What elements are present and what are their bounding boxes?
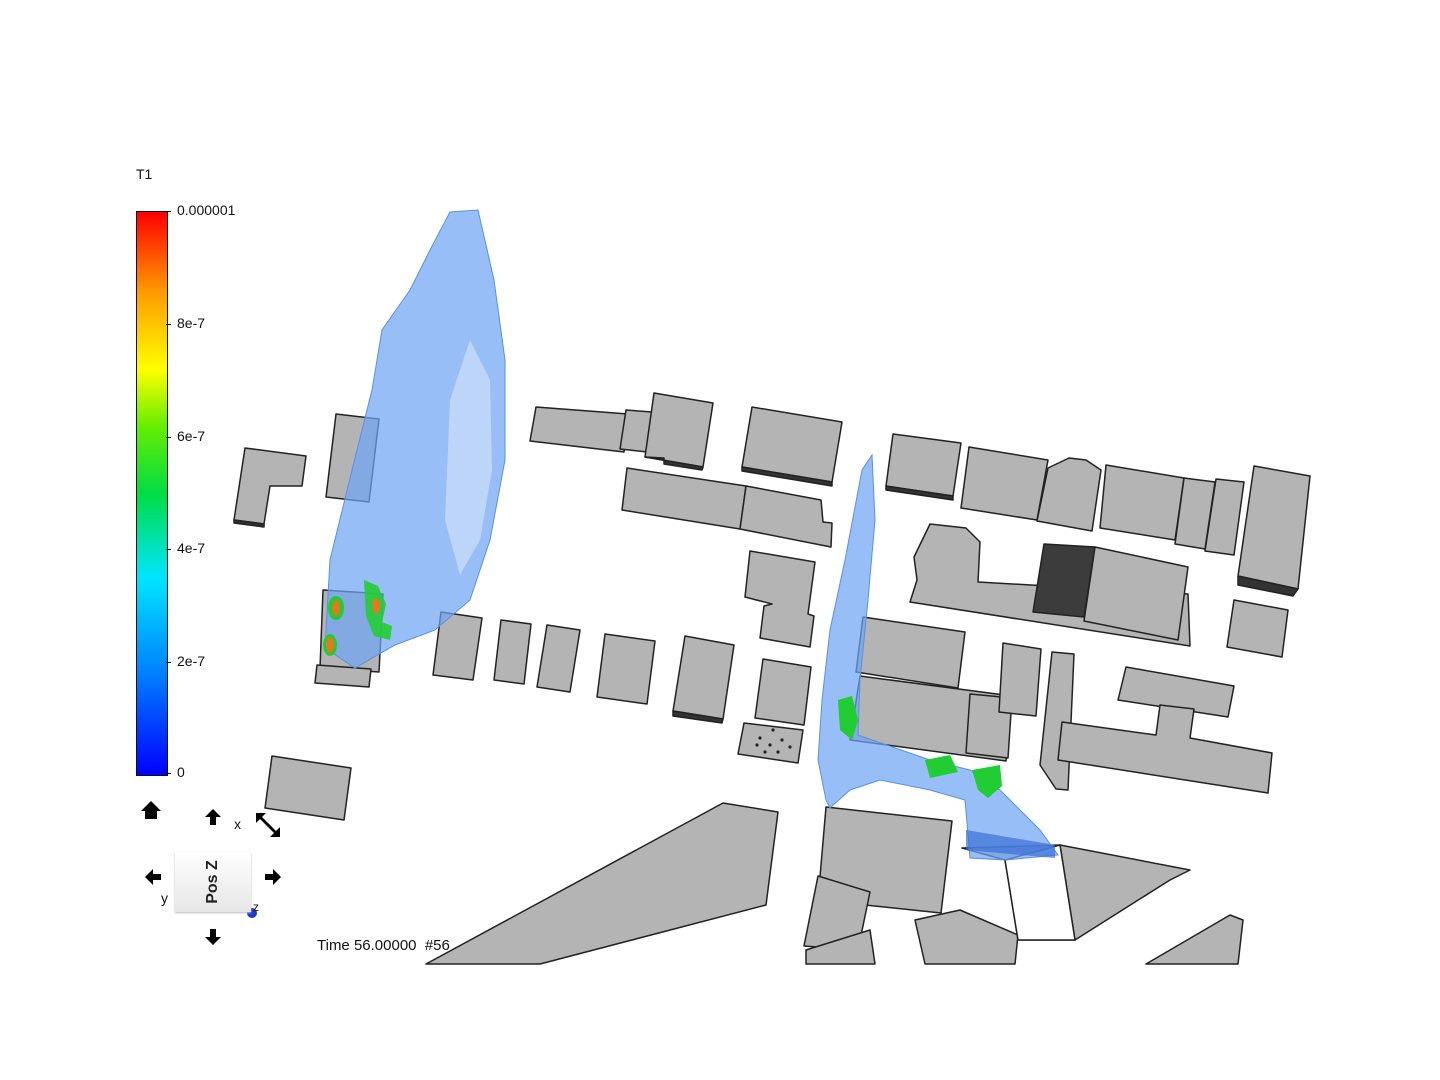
- colorbar-tick-label: 2e-7: [177, 653, 206, 669]
- building-shadow: [672, 710, 724, 724]
- colorbar-title: T1: [136, 166, 153, 182]
- building: [1059, 844, 1191, 941]
- building: [739, 485, 833, 548]
- plume-left: [323, 209, 506, 669]
- building-shadow: [741, 466, 833, 487]
- plaza-markers: [755, 728, 792, 754]
- colorbar-tick: [166, 324, 171, 325]
- time-readout: Time 56.00000 #56: [317, 937, 450, 954]
- rotate-diagonal-icon[interactable]: [253, 810, 283, 844]
- axis-z-label: z: [253, 900, 259, 914]
- view-cube-face-label: Pos Z: [204, 860, 221, 904]
- building: [737, 722, 804, 764]
- building: [754, 658, 812, 726]
- building: [1083, 546, 1189, 641]
- building: [432, 611, 483, 681]
- colorbar-tick: [166, 773, 171, 774]
- view-cube[interactable]: Pos Z: [175, 852, 251, 912]
- building-shadow: [885, 485, 954, 501]
- arrow-left-icon[interactable]: [144, 868, 162, 890]
- building: [1145, 914, 1244, 965]
- plume-core: [332, 600, 340, 616]
- plume-mid: [972, 765, 1002, 798]
- plume-mid: [838, 696, 858, 740]
- arrow-up-icon[interactable]: [204, 808, 222, 830]
- building: [1117, 666, 1235, 718]
- arrow-right-icon[interactable]: [264, 868, 282, 890]
- building: [314, 664, 372, 688]
- building: [1036, 457, 1102, 532]
- axis-y-label: y: [161, 890, 168, 906]
- building: [1057, 704, 1273, 794]
- building: [644, 392, 714, 468]
- building: [1237, 465, 1311, 590]
- arrow-down-icon[interactable]: [204, 928, 222, 950]
- colorbar-max-label: 0.000001: [177, 202, 236, 218]
- building: [672, 635, 735, 720]
- plume-dark: [966, 830, 1055, 858]
- building: [914, 909, 1019, 965]
- building: [233, 447, 307, 525]
- plume-core: [372, 598, 380, 614]
- building: [1039, 651, 1075, 791]
- building-shadow: [233, 519, 265, 528]
- building: [960, 446, 1049, 521]
- home-icon[interactable]: [140, 800, 162, 824]
- building: [805, 929, 876, 965]
- axis-x-label: x: [234, 816, 241, 832]
- building-shadow: [1237, 575, 1299, 597]
- colorbar-tick-label: 4e-7: [177, 540, 206, 556]
- building: [529, 406, 629, 453]
- colorbar: [136, 211, 168, 776]
- building: [1099, 464, 1185, 541]
- colorbar-tick: [166, 662, 171, 663]
- colorbar-tick: [166, 549, 171, 550]
- building: [596, 633, 656, 705]
- building: [1204, 478, 1245, 556]
- building: [744, 550, 816, 648]
- colorbar-tick: [166, 211, 171, 212]
- building: [536, 624, 581, 693]
- building: [885, 433, 962, 497]
- colorbar-tick: [166, 437, 171, 438]
- building: [425, 802, 779, 965]
- building-shadow: [644, 456, 704, 471]
- building: [621, 467, 747, 530]
- building: [998, 642, 1042, 717]
- building: [1226, 599, 1289, 658]
- building: [264, 755, 352, 821]
- plume-inner: [445, 340, 492, 575]
- plume-mid: [925, 755, 958, 778]
- colorbar-tick-label: 8e-7: [177, 315, 206, 331]
- building: [493, 619, 532, 685]
- plume-right: [817, 453, 1059, 861]
- colorbar-min-label: 0: [177, 764, 185, 780]
- colorbar-tick-label: 6e-7: [177, 428, 206, 444]
- plume-core: [326, 637, 334, 653]
